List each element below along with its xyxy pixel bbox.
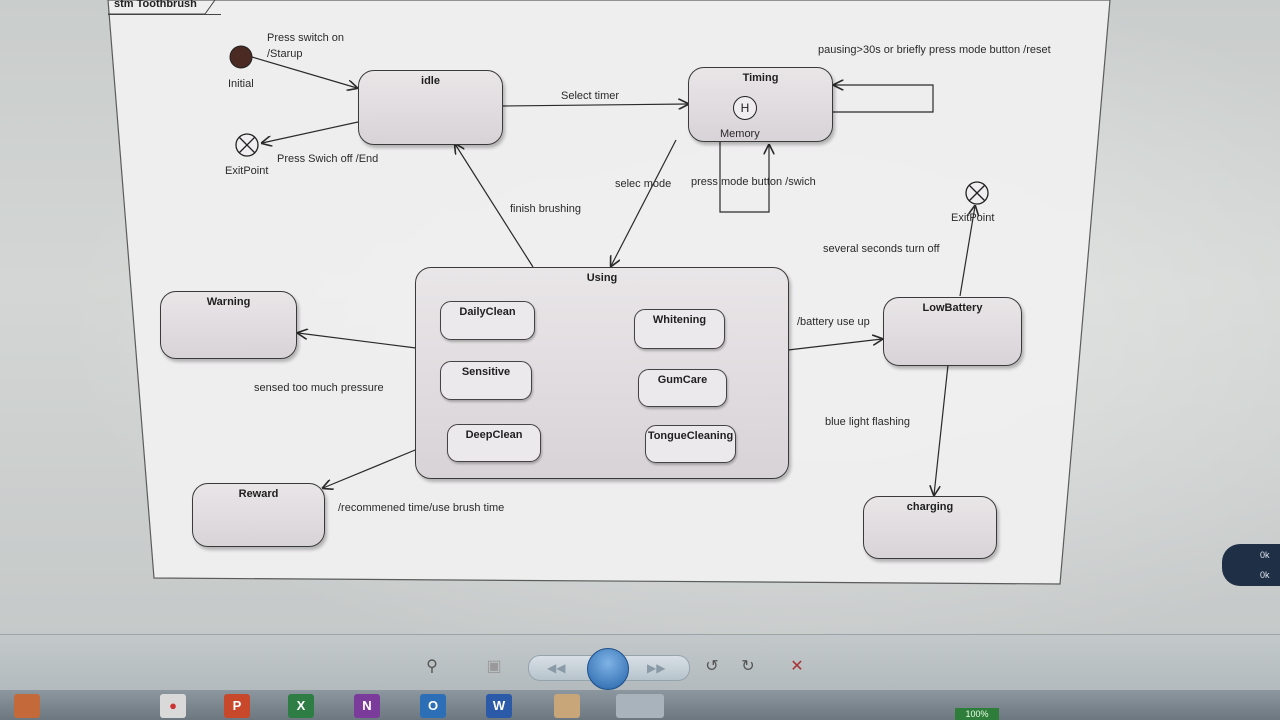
label-battery-use-up: /battery use up xyxy=(797,316,870,328)
active-window-thumbnail[interactable] xyxy=(616,694,664,718)
side-widget-line1: 0k xyxy=(1260,550,1270,560)
transition-end xyxy=(262,121,359,143)
state-idle[interactable]: idle xyxy=(358,70,503,145)
history-node: H xyxy=(733,96,757,120)
excel-icon[interactable]: X xyxy=(288,694,314,718)
exit-point-left xyxy=(235,133,259,157)
transition-select-mode xyxy=(611,139,677,266)
transition-turn-off xyxy=(959,206,975,297)
transition-reset xyxy=(832,85,934,113)
state-using-title: Using xyxy=(586,272,618,284)
side-widget-line2: 0k xyxy=(1260,570,1270,580)
history-symbol: H xyxy=(740,101,750,115)
rotate-right-icon[interactable]: ↻ xyxy=(741,658,755,675)
side-status-widget[interactable]: 0k 0k xyxy=(1222,544,1280,586)
state-low-battery[interactable]: LowBattery xyxy=(883,297,1022,366)
label-reset: pausing>30s or briefly press mode button… xyxy=(818,44,1051,56)
label-turn-off: several seconds turn off xyxy=(823,243,940,255)
transition-select-timer xyxy=(500,104,688,106)
label-select-mode: selec mode xyxy=(615,178,672,190)
outlook-icon[interactable]: O xyxy=(420,694,446,718)
substate-whitening-title: Whitening xyxy=(652,314,707,326)
label-recommended-time: /recommened time/use brush time xyxy=(338,502,505,514)
start-button-icon[interactable] xyxy=(14,694,40,718)
frame-title: stm Toothbrush xyxy=(108,0,221,15)
substate-sensitive[interactable]: Sensitive xyxy=(440,361,532,400)
previous-icon[interactable]: ◀◀ xyxy=(547,661,566,675)
substate-sensitive-title: Sensitive xyxy=(461,366,511,378)
label-select-timer: Select timer xyxy=(561,90,620,102)
transition-blue-light xyxy=(934,364,949,495)
label-blue-light: blue light flashing xyxy=(825,416,911,428)
transition-finish-brushing xyxy=(455,144,534,268)
exit-point-left-label: ExitPoint xyxy=(225,165,269,177)
viewer-toolbar: ⚲ ▣ ◀◀ ▶▶ ↺ ↻ ✕ xyxy=(0,634,1280,691)
state-low-battery-title: LowBattery xyxy=(922,302,983,314)
rotate-left-icon[interactable]: ↺ xyxy=(705,658,719,675)
zoom-icon[interactable]: ⚲ xyxy=(426,658,438,675)
state-charging[interactable]: charging xyxy=(863,496,997,559)
label-sensed-pressure: sensed too much pressure xyxy=(254,382,384,394)
chrome-icon[interactable]: ● xyxy=(160,694,186,718)
substate-tongue-cleaning[interactable]: TongueCleaning xyxy=(645,425,736,463)
next-icon[interactable]: ▶▶ xyxy=(647,661,666,675)
transition-press-mode xyxy=(719,142,769,213)
substate-daily-clean-title: DailyClean xyxy=(459,306,516,318)
substate-daily-clean[interactable]: DailyClean xyxy=(440,301,535,340)
transition-battery-use-up xyxy=(787,339,882,351)
state-idle-title: idle xyxy=(421,75,440,87)
label-press-mode: press mode button /swich xyxy=(691,176,816,188)
transition-sensed-pressure xyxy=(298,333,417,349)
substate-tongue-cleaning-title: TongueCleaning xyxy=(647,430,734,442)
state-using[interactable]: Using DailyClean Sensitive DeepClean Whi… xyxy=(415,267,789,479)
substate-whitening[interactable]: Whitening xyxy=(634,309,725,349)
onenote-icon[interactable]: N xyxy=(354,694,380,718)
label-end: Press Swich off /End xyxy=(277,153,379,165)
transition-startup xyxy=(251,56,357,88)
state-timing-title: Timing xyxy=(742,72,779,84)
play-button[interactable] xyxy=(587,648,629,690)
close-icon[interactable]: ✕ xyxy=(790,658,804,675)
substate-gum-care-title: GumCare xyxy=(657,374,708,386)
label-startup-line1: Press switch on xyxy=(267,32,345,44)
label-finish-brushing: finish brushing xyxy=(510,203,581,215)
zoom-level-value: 100% xyxy=(965,709,989,719)
exit-point-right-label: ExitPoint xyxy=(951,212,995,224)
substate-deep-clean[interactable]: DeepClean xyxy=(447,424,541,462)
substate-gum-care[interactable]: GumCare xyxy=(638,369,727,407)
powerpoint-icon[interactable]: P xyxy=(224,694,250,718)
fit-icon[interactable]: ▣ xyxy=(486,658,502,675)
taskbar: ● P X N O W 100% xyxy=(0,690,1280,720)
state-reward[interactable]: Reward xyxy=(192,483,325,547)
label-startup-line2: /Starup xyxy=(267,48,303,60)
word-icon[interactable]: W xyxy=(486,694,512,718)
history-label: Memory xyxy=(720,128,760,140)
transition-recommended-time xyxy=(323,447,421,488)
substate-deep-clean-title: DeepClean xyxy=(465,429,523,441)
exit-point-right xyxy=(965,181,989,205)
state-timing[interactable]: Timing H Memory xyxy=(688,67,833,142)
state-reward-title: Reward xyxy=(238,488,279,500)
initial-label: Initial xyxy=(228,78,254,90)
initial-node xyxy=(229,45,253,69)
photo-viewer-icon[interactable] xyxy=(554,694,580,718)
slideshow-control[interactable]: ◀◀ ▶▶ xyxy=(528,648,690,690)
state-warning-title: Warning xyxy=(206,296,251,308)
state-warning[interactable]: Warning xyxy=(160,291,297,359)
zoom-level-indicator: 100% xyxy=(955,708,999,720)
state-charging-title: charging xyxy=(906,501,954,513)
